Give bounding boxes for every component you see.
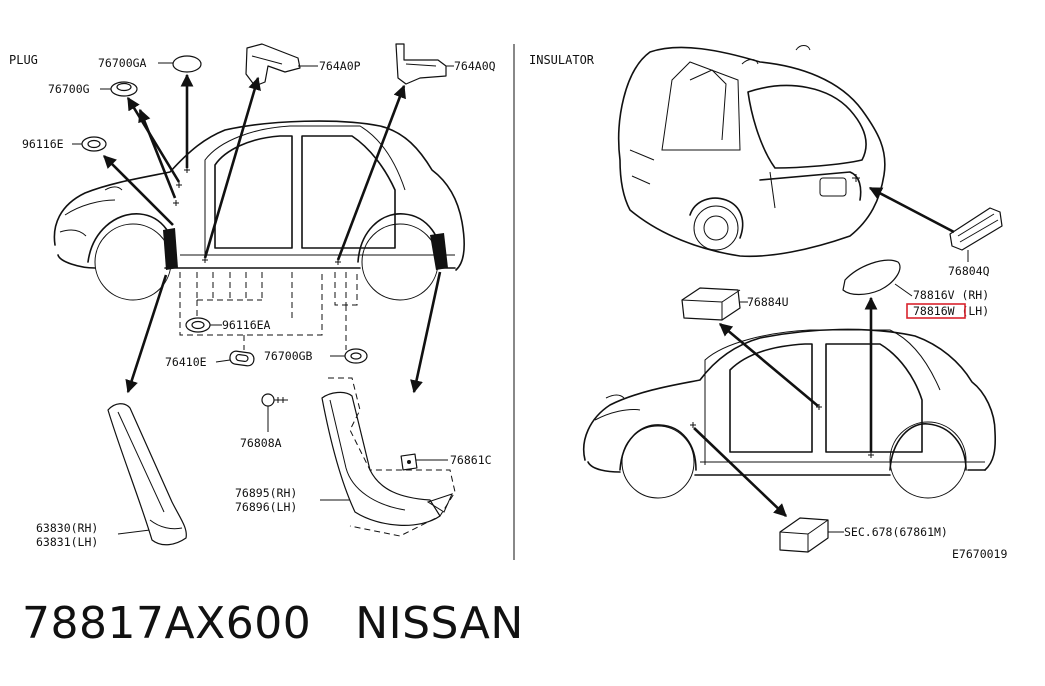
footer-caption: 78817AX600 NISSAN [22,598,568,649]
label-78816V: 78816V (RH) [913,288,989,302]
section-title-plug: PLUG [9,53,38,67]
car-body-rear-view [617,45,886,258]
highlight-box-78816W [906,303,966,319]
block-76884U [681,287,748,321]
label-76700GB: 76700GB [264,349,313,363]
sill-leader-lines [179,272,358,350]
label-sec-678: SEC.678(67861M) [844,525,948,539]
label-76808A: 76808A [240,436,282,450]
label-76804Q: 76804Q [948,264,990,278]
pad-76804Q [949,207,1003,262]
label-76861C: 76861C [450,453,492,467]
part-labels: 76700GA 764A0P 764A0Q 76700G 96116E 9611… [22,56,1007,561]
label-leaders-left [72,62,454,535]
label-764A0Q: 764A0Q [454,59,496,73]
mud-guard-63830 [107,403,187,546]
label-96116EA: 96116EA [222,318,271,332]
label-63831: 63831(LH) [36,535,98,549]
arrows-right [693,296,878,517]
insulator-78816V [842,259,913,297]
label-76896: 76896(LH) [235,500,297,514]
label-63830: 63830(RH) [36,521,98,535]
label-76884U: 76884U [747,295,789,309]
arrows-left [103,73,442,394]
label-96116E: 96116E [22,137,64,151]
label-76410E: 76410E [165,355,207,369]
car-body-side-left [53,120,466,301]
label-76895: 76895(RH) [235,486,297,500]
label-78816W: 78816W (LH) [913,304,989,318]
brand-name: NISSAN [355,598,524,649]
label-764A0P: 764A0P [319,59,361,73]
arch-liner-76895 [321,377,456,537]
label-76700G: 76700G [48,82,90,96]
car-body-side-right [583,328,997,499]
plug-parts [81,43,447,432]
section-title-insulator: INSULATOR [529,53,595,67]
block-sec-678 [779,517,844,553]
diagram-id: E7670019 [952,547,1007,561]
part-number: 78817AX600 [22,598,312,649]
label-76700GA: 76700GA [98,56,147,70]
